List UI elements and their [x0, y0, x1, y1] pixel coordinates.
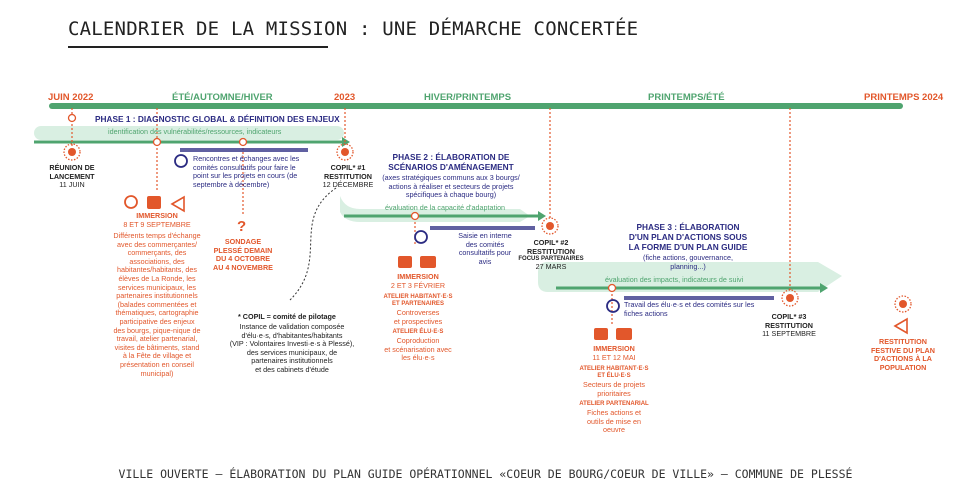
people-icon-immersion2 [398, 256, 412, 268]
atelier3a-text: Secteurs de projets prioritaires [583, 380, 645, 398]
phase1-title: PHASE 1 : DIAGNOSTIC GLOBAL & DÉFINITION… [95, 114, 340, 124]
atelier2b-title: ATELIER ÉLU·E·S [392, 329, 444, 335]
season-2023: 2023 [334, 92, 356, 103]
phase3-travail-text: Travail des élu·e·s et des comités sur l… [624, 300, 755, 318]
group-icon-immersion2 [420, 256, 436, 268]
season-ete-hiver: ÉTÉ/AUTOMNE/HIVER [172, 92, 273, 103]
phase2-arrow-head [538, 211, 546, 221]
dot-immersion1 [152, 137, 162, 147]
copil2-date: 27 MARS [535, 262, 567, 271]
immersion3-title: IMMERSION [593, 344, 635, 353]
title-underline [68, 46, 328, 48]
sondage-title: SONDAGE PLESSÉ DEMAIN [213, 237, 273, 255]
phase3-description: (fiche actions, gouvernance, planning...… [643, 253, 733, 271]
atelier2a-text: Controverses et prospectives [393, 308, 443, 326]
burst-copil1 [336, 143, 354, 161]
atelier2b-text: Coproduction et scénarisation avec les é… [384, 336, 452, 363]
chat-icon-phase1 [174, 154, 188, 168]
burst-reunion [63, 143, 81, 161]
immersion1-title: IMMERSION [136, 211, 178, 220]
phase2-title: PHASE 2 : ÉLABORATION DE SCÉNARIOS D'AMÉ… [388, 152, 514, 172]
dot-immersion3 [607, 283, 617, 293]
reunion-date: 11 JUIN [59, 180, 85, 189]
footer-caption: VILLE OUVERTE – ÉLABORATION DU PLAN GUID… [118, 467, 853, 481]
copil-note-text: Instance de validation composée d'élu·e·… [229, 322, 355, 374]
megaphone-icon-immersion1 [170, 195, 185, 213]
phase3-band-label: évaluation des impacts, indicateurs de s… [605, 275, 744, 284]
burst-restitution [894, 295, 912, 313]
sondage-date: DU 4 OCTOBRE AU 4 NOVEMBRE [213, 254, 273, 272]
phase1-band-label: identification des vulnérabilités/ressou… [108, 127, 282, 136]
copil-note-title: * COPIL = comité de pilotage [238, 312, 336, 321]
megaphone-icon-restitution [893, 317, 908, 335]
season-printemps-ete: PRINTEMPS/ÉTÉ [648, 92, 725, 103]
phase2-saisie-text: Saisie en interne des comités consultati… [458, 231, 512, 266]
atelier2a-title: ATELIER HABITANT·E·S ET PARTENAIRES [383, 294, 453, 307]
immersion1-text: Différents temps d'échange avec des comm… [113, 231, 201, 378]
phase2-band-label: évaluation de la capacité d'adaptation [385, 203, 506, 212]
season-hiver-printemps: HIVER/PRINTEMPS [424, 92, 512, 103]
phase3-arrow-head [820, 283, 828, 293]
page-title: CALENDRIER DE LA MISSION : UNE DÉMARCHE … [68, 18, 639, 40]
hatch-phase1 [180, 148, 308, 152]
speech-icon-immersion1 [124, 195, 138, 209]
phase1-band [34, 126, 344, 140]
phase3-title: PHASE 3 : ÉLABORATION D'UN PLAN D'ACTION… [628, 222, 748, 252]
immersion3-date: 11 ET 12 MAI [592, 353, 636, 362]
immersion2-title: IMMERSION [397, 272, 439, 281]
burst-copil3 [781, 289, 799, 307]
phase2-description: (axes stratégiques communs aux 3 bourgs/… [382, 173, 520, 200]
atelier3a-title: ATELIER HABITANT·E·S ET ÉLU·E·S [579, 366, 649, 379]
copil2-title: COPIL* #2 RESTITUTION [527, 238, 575, 256]
season-juin-2022: JUIN 2022 [48, 92, 94, 103]
hatch-phase3 [624, 296, 774, 300]
immersion2-date: 2 ET 3 FÉVRIER [390, 281, 446, 290]
group-icon-immersion3 [616, 328, 632, 340]
burst-copil2 [541, 217, 559, 235]
people-icon-immersion3 [594, 328, 608, 340]
copil2-sub: FOCUS PARTENAIRES [518, 256, 584, 262]
phase1-rencontres-text: Rencontres et échanges avec les comités … [193, 154, 300, 189]
restitution-title: RESTITUTION FESTIVE DU PLAN D'ACTIONS À … [871, 337, 935, 372]
copil1-date: 12 DÉCEMBRE [322, 180, 374, 189]
atelier3b-text: Fiches actions et outils de mise en oeuv… [587, 408, 641, 435]
hatch-phase2 [430, 226, 535, 230]
dot-immersion2 [410, 211, 420, 221]
copil3-date: 11 SEPTEMBRE [762, 329, 816, 338]
copil-note-link [289, 187, 337, 301]
dot-juin [67, 113, 77, 123]
phase1-arrow-head [342, 137, 350, 147]
chat-icon-phase3 [606, 299, 620, 313]
dot-sondage [238, 137, 248, 147]
season-printemps-2024: PRINTEMPS 2024 [864, 92, 944, 103]
atelier3b-title: ATELIER PARTENARIAL [579, 401, 649, 407]
question-icon: ? [237, 218, 247, 235]
copil3-title: COPIL* #3 RESTITUTION [765, 312, 813, 330]
immersion1-date: 8 ET 9 SEPTEMBRE [123, 220, 191, 229]
chat-icon-phase2 [414, 230, 428, 244]
copil1-title: COPIL* #1 RESTITUTION [324, 163, 372, 181]
people-icon-immersion1 [147, 196, 161, 209]
reunion-title: RÉUNION DE LANCEMENT [49, 163, 95, 181]
